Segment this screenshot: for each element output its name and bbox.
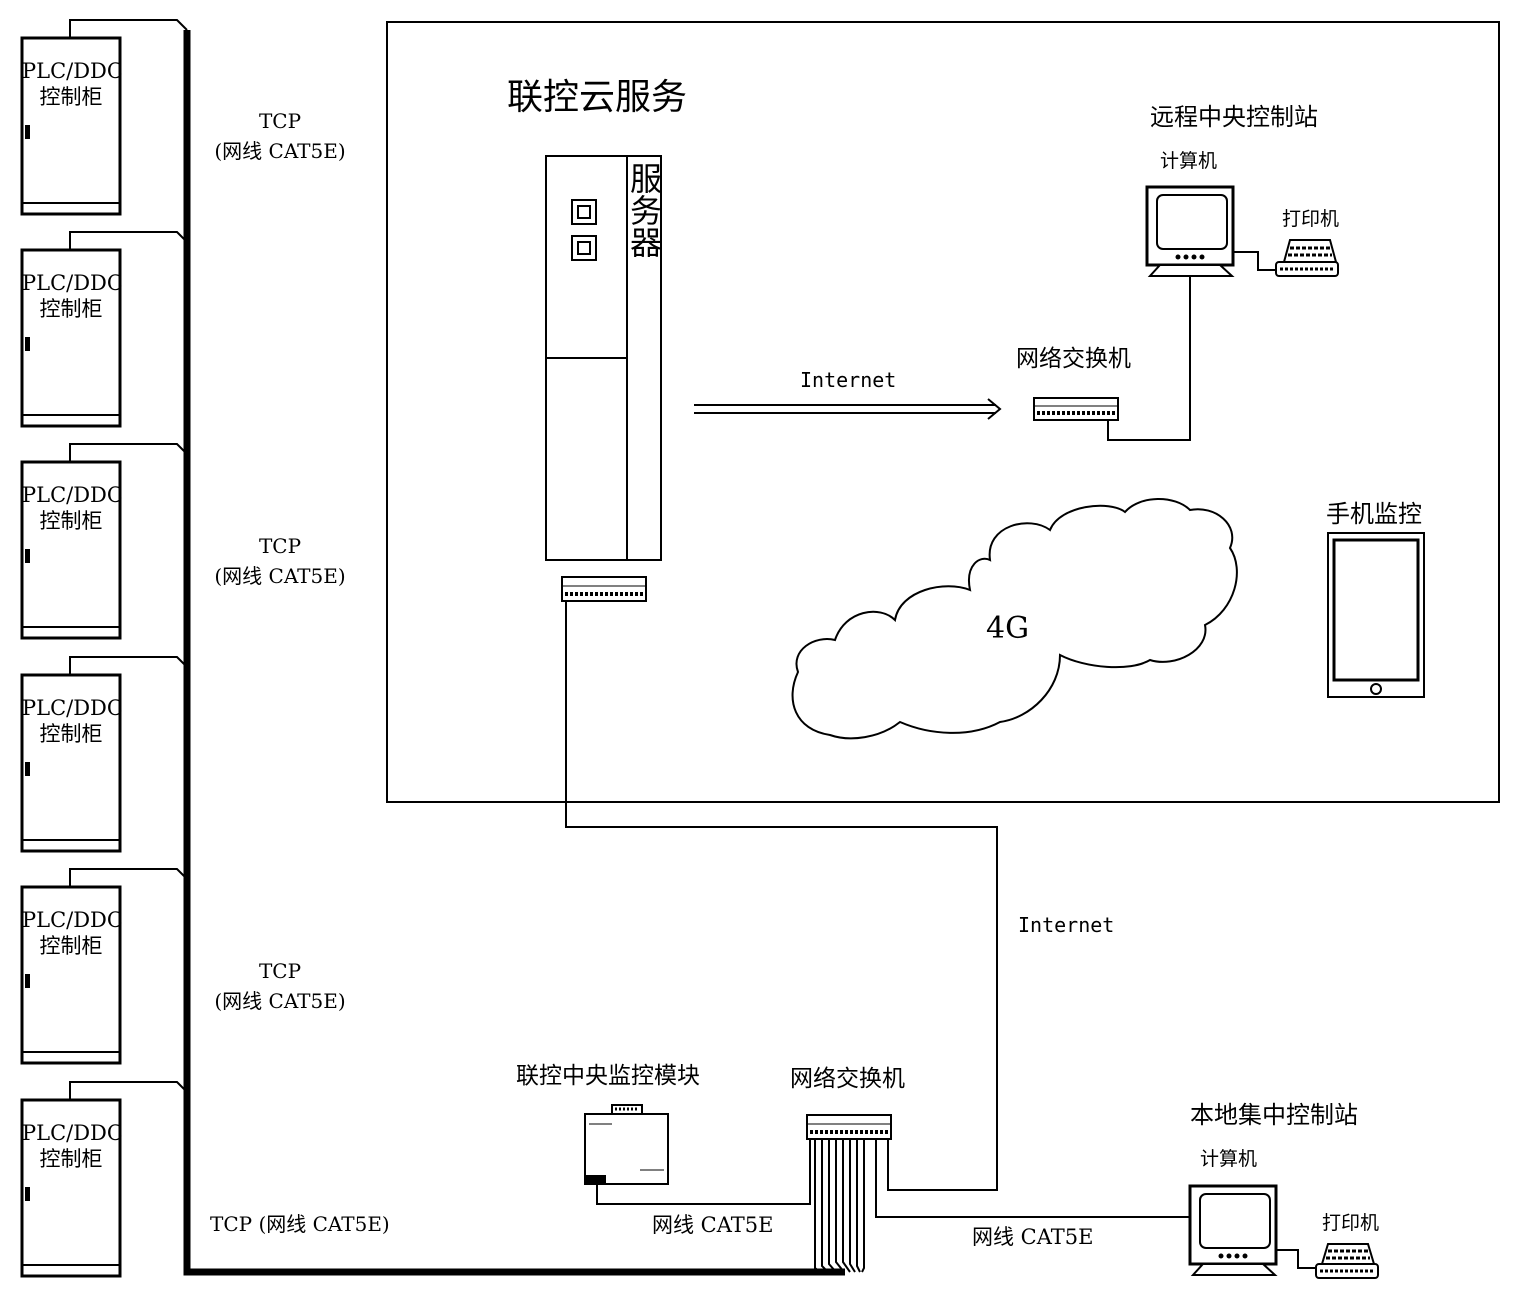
cabinet-label: PLC/DDC 控制柜 <box>22 270 123 323</box>
tcp-label: TCP (网线 CAT5E) <box>210 106 350 166</box>
server-switch-icon <box>561 576 647 602</box>
cabinet-4 <box>20 656 188 853</box>
tcp-label-line1: TCP <box>258 959 302 983</box>
remote-computer-icon <box>1145 185 1235 277</box>
cloud-service-boundary <box>386 21 1500 803</box>
tcp-label-line2: (网线 CAT5E) <box>214 139 346 163</box>
server-tower <box>545 155 662 561</box>
remote-switch-cable <box>1107 276 1191 441</box>
cabinet-6 <box>20 1081 188 1278</box>
cabinet-label: PLC/DDC 控制柜 <box>22 1120 123 1173</box>
remote-computer-label: 计算机 <box>1160 150 1218 172</box>
module-cable <box>596 1139 811 1205</box>
cabinet-label: PLC/DDC 控制柜 <box>22 907 123 960</box>
cabinet-label-line2: 控制柜 <box>39 934 103 959</box>
remote-printer-icon <box>1275 239 1339 277</box>
tcp-label: TCP (网线 CAT5E) <box>210 1212 390 1236</box>
cabinet-label: PLC/DDC 控制柜 <box>22 695 123 748</box>
remote-printer-cable <box>1233 251 1278 271</box>
mobile-phone-icon <box>1327 532 1425 698</box>
local-station-title: 本地集中控制站 <box>1190 1101 1358 1129</box>
tcp-label-line2: (网线 CAT5E) <box>214 989 346 1013</box>
tcp-label-line2: (网线 CAT5E) <box>214 564 346 588</box>
local-printer-label: 打印机 <box>1322 1212 1380 1234</box>
tcp-label: TCP (网线 CAT5E) <box>210 531 350 591</box>
cabinet-label-line2: 控制柜 <box>39 85 103 110</box>
tcp-label-line1: TCP <box>258 534 302 558</box>
local-printer-icon <box>1315 1243 1379 1279</box>
cabinet-label-line1: PLC/DDC <box>22 696 123 720</box>
local-computer-icon <box>1188 1184 1278 1276</box>
switch-fanout-cables <box>814 1139 865 1273</box>
cable-label-right: 网线 CAT5E <box>972 1225 1094 1249</box>
tcp-label: TCP (网线 CAT5E) <box>210 956 350 1016</box>
cabinet-label-line1: PLC/DDC <box>22 1121 123 1145</box>
cloud-service-title: 联控云服务 <box>507 77 688 118</box>
local-switch-label: 网络交换机 <box>790 1066 905 1092</box>
cabinet-label: PLC/DDC 控制柜 <box>22 482 123 535</box>
cabinet-label-line2: 控制柜 <box>39 1147 103 1172</box>
cabinet-3 <box>20 443 188 640</box>
internet-link-label: Internet <box>1018 913 1115 937</box>
local-printer-cable <box>1276 1249 1318 1269</box>
mobile-monitor-label: 手机监控 <box>1326 500 1422 528</box>
cabinet-label-line1: PLC/DDC <box>22 59 123 83</box>
remote-switch-label: 网络交换机 <box>1016 346 1131 372</box>
remote-switch-icon <box>1033 397 1119 421</box>
cabinet-label-line2: 控制柜 <box>39 722 103 747</box>
internet-arrow-label: Internet <box>800 368 897 392</box>
cabinet-label-line2: 控制柜 <box>39 297 103 322</box>
4g-cloud-label: 4G <box>986 611 1030 646</box>
4g-cloud-shape <box>791 498 1238 740</box>
remote-station-title: 远程中央控制站 <box>1150 103 1318 131</box>
cabinet-5 <box>20 868 188 1065</box>
cable-label-left: 网线 CAT5E <box>652 1213 774 1237</box>
local-computer-label: 计算机 <box>1200 1148 1258 1170</box>
cabinet-label-line1: PLC/DDC <box>22 271 123 295</box>
cabinet-label-line1: PLC/DDC <box>22 483 123 507</box>
local-switch-icon <box>806 1114 892 1140</box>
tcp-trunk-bus <box>183 30 845 1276</box>
cabinet-label-line2: 控制柜 <box>39 509 103 534</box>
cabinet-1 <box>20 19 188 216</box>
cabinet-label-line1: PLC/DDC <box>22 908 123 932</box>
cabinet-2 <box>20 231 188 428</box>
local-station-cable <box>875 1139 1190 1218</box>
remote-printer-label: 打印机 <box>1282 208 1340 230</box>
internet-arrow <box>694 398 1002 420</box>
tcp-label-line1: TCP <box>258 109 302 133</box>
server-label: 服务器 <box>625 162 663 258</box>
cabinet-label: PLC/DDC 控制柜 <box>22 58 123 111</box>
monitor-module-icon <box>584 1104 669 1185</box>
monitor-module-label: 联控中央监控模块 <box>516 1063 700 1089</box>
internet-link-line <box>565 601 998 1191</box>
